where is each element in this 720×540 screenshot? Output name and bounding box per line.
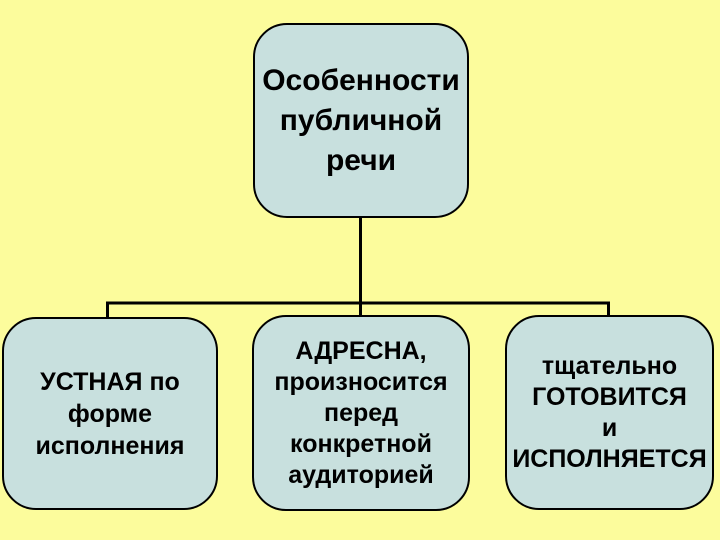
node-features-of-public-speech: Особенности публичной речи xyxy=(253,23,469,218)
node-label: Особенности публичной речи xyxy=(262,63,460,177)
node-label: тщательно ГОТОВИТСЯ и ИСПОЛНЯЕТСЯ xyxy=(512,351,707,473)
node-label: УСТНАЯ по форме исполнения xyxy=(35,367,185,460)
node-addressed-audience: АДРЕСНА, произносится перед конкретной а… xyxy=(252,315,470,511)
node-label: АДРЕСНА, произносится перед конкретной а… xyxy=(274,336,448,489)
node-oral-form: УСТНАЯ по форме исполнения xyxy=(2,317,218,510)
node-prepared-performed: тщательно ГОТОВИТСЯ и ИСПОЛНЯЕТСЯ xyxy=(505,315,714,510)
